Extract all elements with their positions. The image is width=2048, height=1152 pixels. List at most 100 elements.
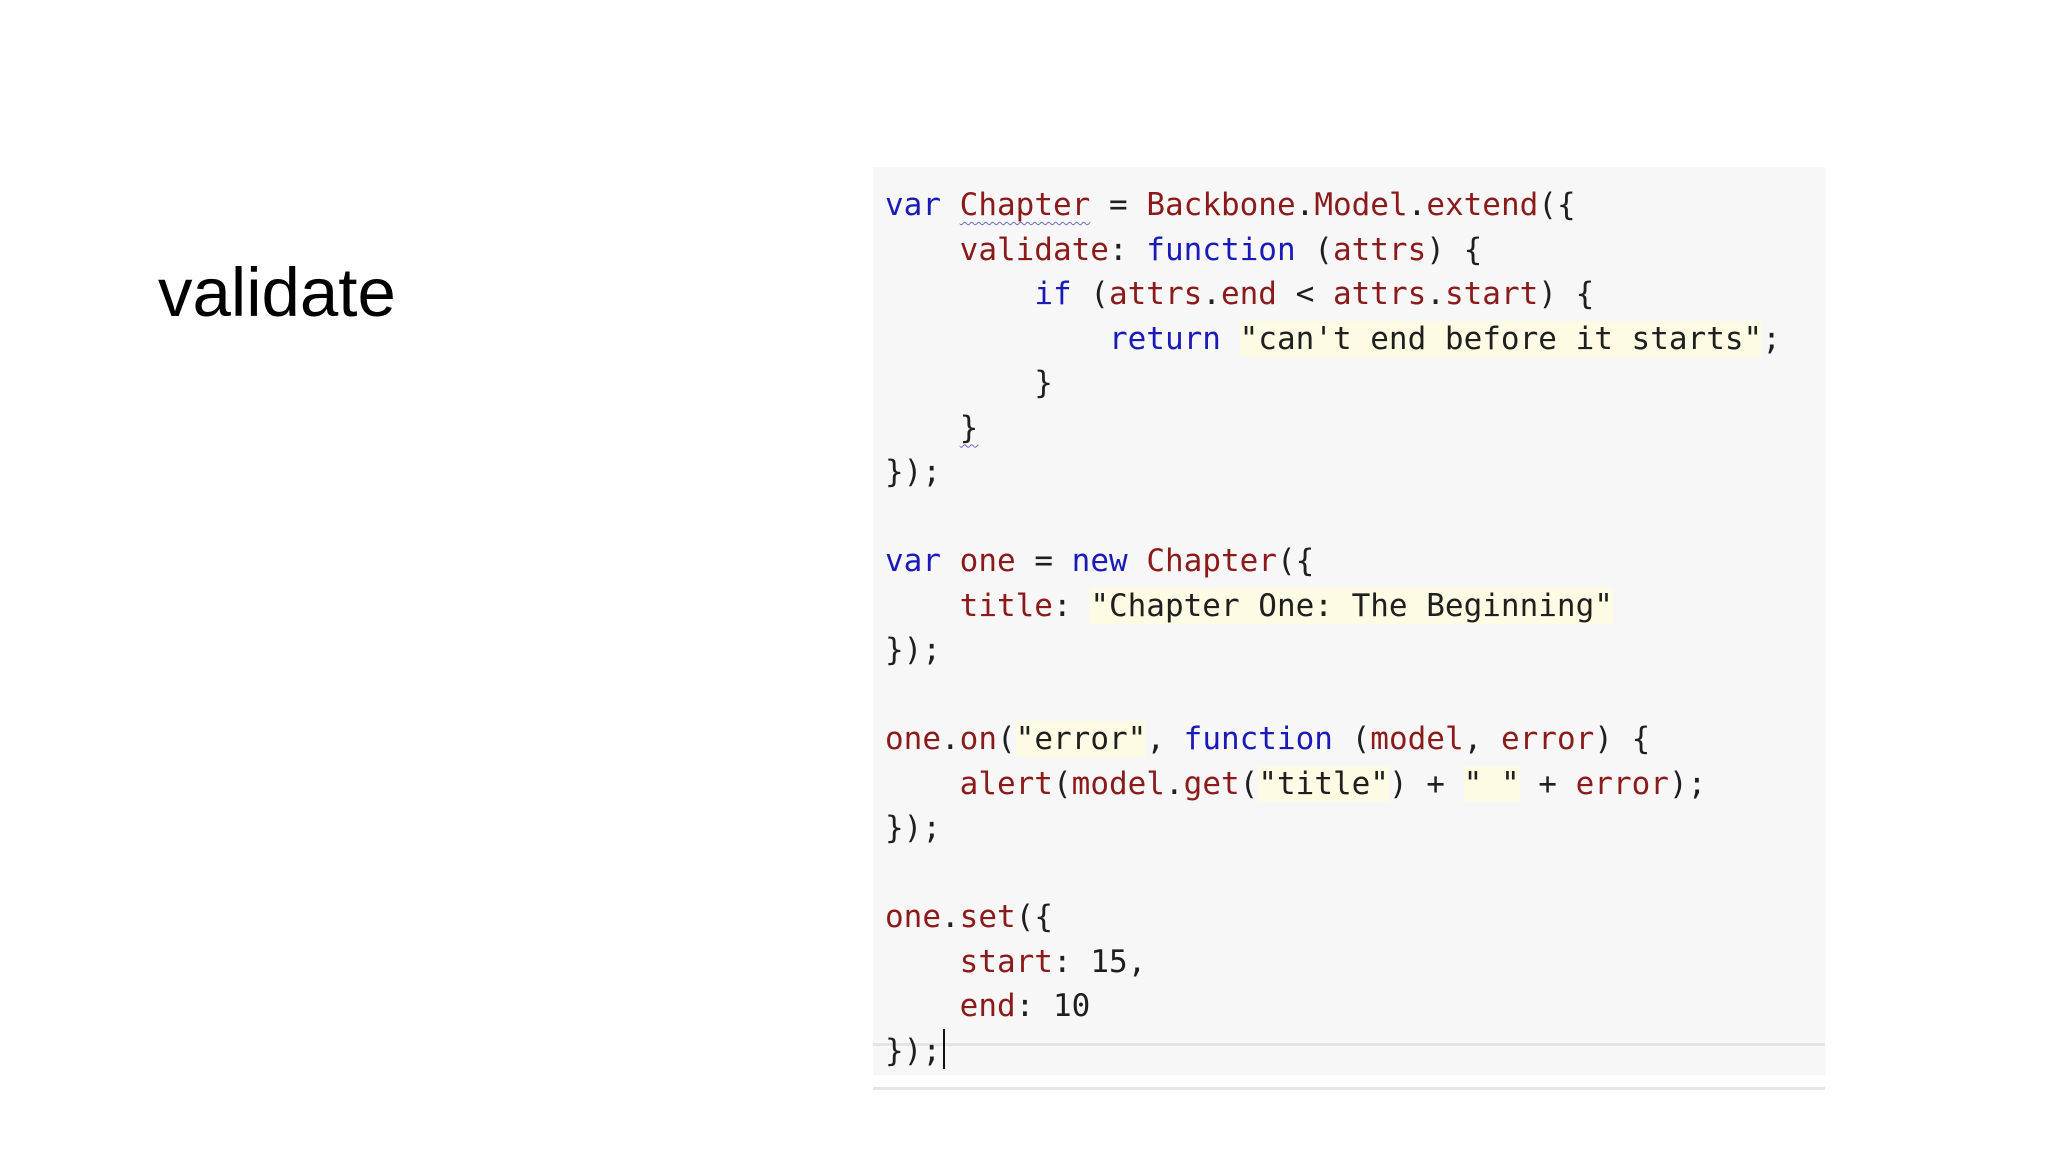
code-line[interactable]: validate: function (attrs) {: [885, 228, 1781, 273]
code-line[interactable]: }: [885, 406, 1781, 451]
code-line[interactable]: });: [885, 628, 1781, 673]
code-token: start: [959, 943, 1053, 980]
code-token: error: [1500, 721, 1595, 757]
code-token: return: [1108, 320, 1221, 357]
code-token: ({: [1015, 899, 1053, 935]
code-token: =: [1090, 187, 1147, 223]
code-token: [885, 588, 960, 624]
code-token: });: [885, 454, 941, 490]
code-token: .: [1407, 187, 1427, 223]
slide-title: validate: [158, 254, 396, 331]
code-token: new: [1071, 543, 1128, 579]
code-token: attrs: [1332, 276, 1427, 312]
code-token: ,: [1463, 721, 1501, 757]
code-line[interactable]: start: 15,: [885, 940, 1781, 985]
code-token: [885, 410, 960, 446]
code-token: error: [1575, 765, 1669, 802]
code-line[interactable]: one.set({: [885, 895, 1781, 940]
code-token: if: [1034, 276, 1072, 312]
code-token: attrs: [1108, 276, 1203, 312]
code-token: (: [1239, 765, 1259, 802]
code-token: :: [1052, 943, 1091, 980]
code-token: [885, 944, 960, 980]
code-token: [1128, 543, 1147, 579]
code-token: (: [997, 721, 1016, 757]
code-token: });: [885, 1032, 941, 1069]
code-token: ({: [1277, 543, 1315, 579]
code-token: (: [1332, 721, 1371, 757]
code-token: Chapter: [1146, 543, 1277, 579]
code-line[interactable]: }: [885, 361, 1781, 406]
code-token: "error": [1015, 721, 1147, 757]
code-token: var: [885, 543, 941, 579]
code-token: ) +: [1388, 765, 1464, 802]
code-token: Model: [1314, 187, 1408, 223]
code-line[interactable]: [885, 851, 1781, 896]
code-token: );: [1668, 765, 1707, 802]
code-token: ) {: [1594, 721, 1651, 757]
code-line[interactable]: return "can't end before it starts";: [885, 317, 1781, 362]
code-token: model: [1370, 721, 1464, 757]
code-token: [941, 187, 960, 223]
code-token: [885, 276, 1034, 312]
code-token: on: [959, 721, 997, 757]
code-token: [885, 321, 1109, 357]
code-token: one: [959, 543, 1016, 579]
code-token: =: [1015, 543, 1072, 579]
code-token: [885, 232, 960, 268]
code-token: }: [959, 409, 979, 446]
text-cursor: [943, 1028, 945, 1069]
code-line[interactable]: var Chapter = Backbone.Model.extend({: [885, 183, 1781, 228]
code-block[interactable]: var Chapter = Backbone.Model.extend({ va…: [885, 183, 1781, 1073]
code-token: "Chapter One: The Beginning": [1090, 587, 1613, 624]
code-line[interactable]: if (attrs.end < attrs.start) {: [885, 272, 1781, 317]
code-editor-panel[interactable]: var Chapter = Backbone.Model.extend({ va…: [873, 167, 1825, 1090]
code-token: +: [1519, 765, 1576, 802]
code-token: :: [1108, 231, 1147, 268]
code-token: 10: [1052, 988, 1091, 1024]
code-token: one: [885, 899, 941, 935]
code-token: 15: [1090, 943, 1128, 980]
code-line[interactable]: title: "Chapter One: The Beginning": [885, 584, 1781, 629]
code-token: attrs: [1332, 231, 1427, 268]
code-line[interactable]: [885, 495, 1781, 540]
code-line[interactable]: end: 10: [885, 984, 1781, 1029]
code-token: .: [1295, 187, 1315, 223]
code-token: [885, 766, 960, 802]
code-line[interactable]: });: [885, 806, 1781, 851]
code-token: }: [885, 365, 1053, 401]
code-token: end: [959, 988, 1016, 1024]
code-token: ,: [1146, 721, 1184, 757]
code-line[interactable]: });: [885, 450, 1781, 495]
current-line-border-bottom: [873, 1087, 1825, 1090]
code-token: .: [1426, 276, 1445, 312]
code-token: :: [1015, 988, 1053, 1024]
code-token: .: [941, 721, 960, 757]
code-token: ) {: [1426, 231, 1483, 268]
code-token: });: [885, 810, 941, 846]
code-token: .: [941, 899, 960, 935]
code-token: start: [1444, 276, 1539, 312]
code-token: ;: [1762, 320, 1781, 357]
code-token: get: [1183, 765, 1240, 802]
code-token: "title": [1258, 765, 1389, 802]
code-token: (: [1295, 231, 1333, 268]
code-token: });: [885, 632, 941, 668]
code-token: [1221, 321, 1240, 357]
code-line[interactable]: });: [885, 1028, 1781, 1074]
code-token: Chapter: [959, 187, 1091, 223]
code-token: :: [1052, 587, 1091, 624]
code-token: .: [1202, 276, 1221, 312]
code-token: <: [1276, 276, 1333, 312]
code-line[interactable]: [885, 673, 1781, 718]
code-token: title: [959, 587, 1053, 624]
code-token: (: [1071, 276, 1109, 312]
code-token: extend: [1426, 187, 1539, 223]
code-token: Backbone: [1146, 187, 1296, 223]
code-line[interactable]: alert(model.get("title") + " " + error);: [885, 762, 1781, 807]
code-line[interactable]: one.on("error", function (model, error) …: [885, 717, 1781, 762]
code-line[interactable]: var one = new Chapter({: [885, 539, 1781, 584]
code-token: [885, 988, 960, 1024]
code-token: function: [1183, 721, 1333, 757]
code-token: end: [1220, 276, 1277, 312]
